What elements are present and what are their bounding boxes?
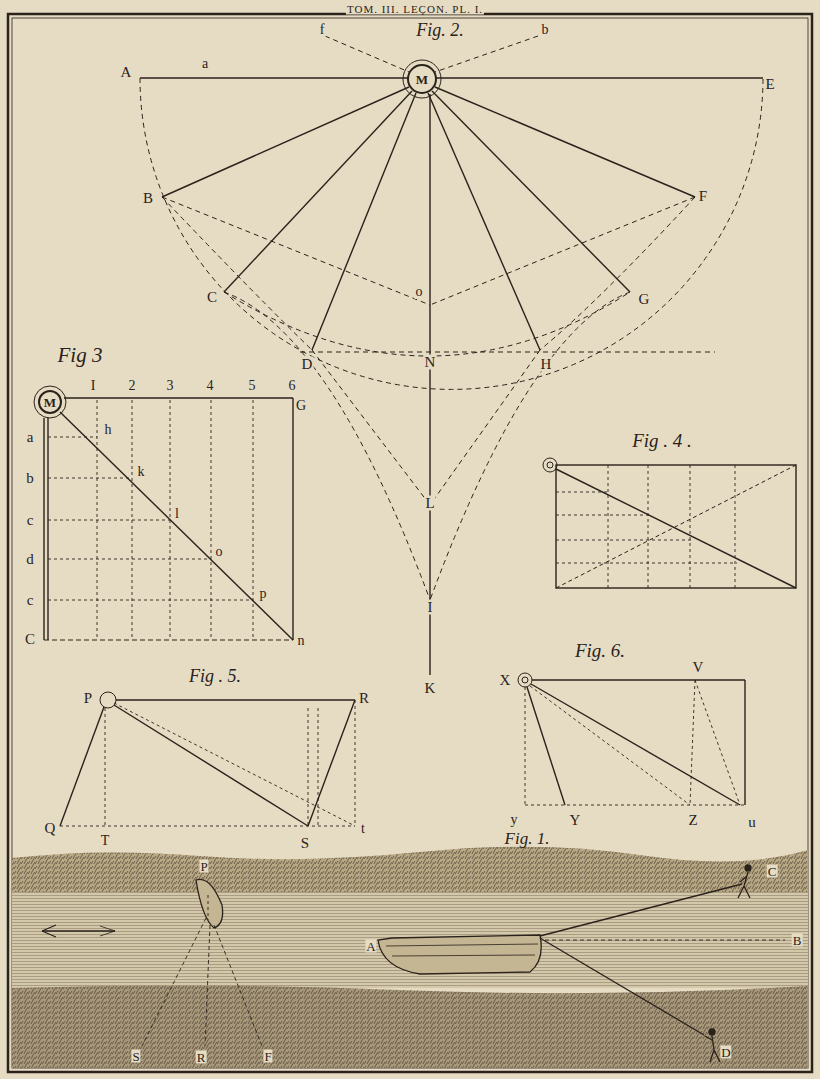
point-letter: H: [540, 357, 553, 372]
point-letter: 6: [288, 379, 297, 393]
circle-letter: M: [44, 396, 56, 409]
plate-header: TOM. III. LEÇON. PL. I.: [346, 4, 484, 15]
point-letter: t: [360, 822, 366, 836]
point-letter: k: [137, 465, 146, 479]
point-letter: h: [104, 423, 113, 437]
point-letter: Z: [687, 813, 698, 828]
point-letter: F: [698, 189, 708, 204]
point-letter: P: [199, 860, 208, 873]
point-letter: p: [259, 587, 268, 601]
point-letter: V: [692, 660, 705, 675]
figure-title: Fig. 6.: [574, 641, 626, 660]
point-letter: o: [415, 285, 424, 299]
point-letter: F: [263, 1050, 272, 1063]
point-letter: D: [301, 357, 314, 372]
point-letter: c: [26, 593, 35, 608]
point-letter: n: [297, 634, 306, 648]
figure-title: Fig . 5.: [188, 667, 242, 685]
point-letter: C: [767, 865, 778, 878]
point-letter: 5: [248, 379, 257, 393]
point-letter: X: [499, 673, 512, 688]
point-letter: y: [510, 813, 519, 827]
point-letter: G: [295, 399, 307, 413]
point-letter: o: [215, 545, 224, 559]
point-letter: L: [424, 496, 435, 511]
point-letter: K: [424, 681, 437, 696]
point-letter: R: [196, 1051, 207, 1064]
point-letter: S: [300, 836, 310, 851]
point-letter: 2: [128, 379, 137, 393]
point-letter: I: [90, 379, 97, 393]
sun-circle: M: [38, 390, 62, 414]
point-letter: C: [206, 290, 218, 305]
point-letter: u: [747, 815, 757, 830]
point-letter: B: [792, 934, 803, 947]
point-letter: a: [201, 57, 209, 71]
point-letter: E: [764, 77, 775, 92]
figure-title: Fig 3: [57, 345, 104, 366]
point-letter: b: [541, 23, 550, 37]
point-letter: G: [638, 292, 651, 307]
point-letter: I: [427, 600, 434, 615]
point-letter: S: [131, 1050, 140, 1063]
point-letter: Q: [44, 821, 57, 836]
figure-title: Fig. 2.: [415, 21, 465, 39]
point-letter: d: [25, 552, 35, 567]
point-letter: l: [174, 507, 180, 521]
point-letter: 3: [166, 379, 175, 393]
point-letter: C: [24, 632, 36, 647]
point-letter: f: [319, 23, 326, 37]
point-letter: A: [120, 65, 133, 80]
point-letter: B: [142, 191, 154, 206]
circle-letter: M: [416, 73, 428, 86]
sun-circle: M: [407, 64, 437, 94]
point-letter: D: [720, 1046, 731, 1059]
point-letter: c: [26, 513, 35, 528]
figure-title: Fig . 4 .: [631, 431, 693, 450]
point-letter: P: [83, 691, 93, 706]
point-letter: Y: [569, 813, 582, 828]
point-letter: T: [100, 834, 111, 848]
point-letter: b: [25, 471, 35, 486]
figure-title: Fig. 1.: [504, 830, 551, 847]
point-letter: a: [26, 430, 35, 445]
point-letter: 4: [206, 379, 215, 393]
point-letter: A: [365, 940, 376, 953]
point-letter: N: [424, 355, 437, 370]
point-letter: R: [358, 691, 370, 706]
